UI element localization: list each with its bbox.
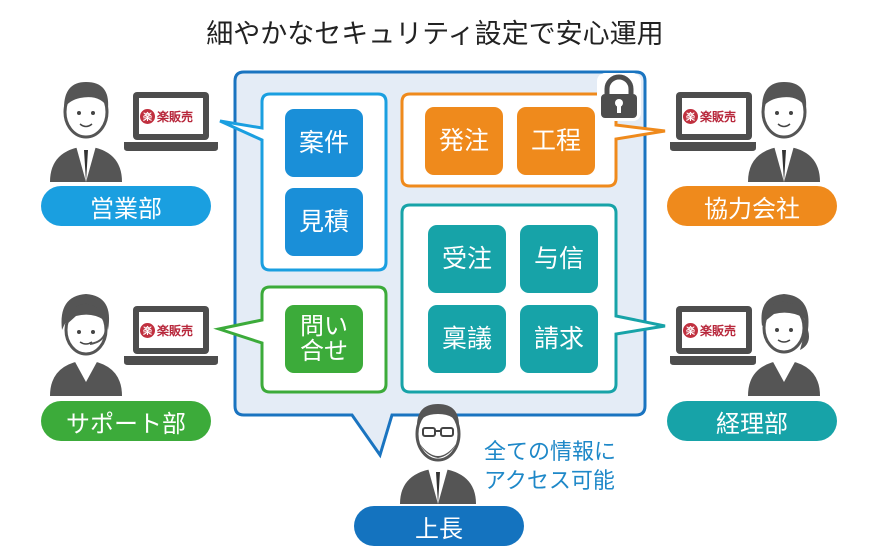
dept-label-support: サポート部 [41, 401, 211, 441]
module-tile-toiawase: 問い 合せ [285, 305, 363, 373]
boss-access-note: 全ての情報に アクセス可能 [484, 438, 616, 496]
boss-access-note-line1: 全ての情報に [484, 440, 617, 465]
brand-label: 楽販売 [157, 110, 194, 124]
module-tile-mitsumori: 見積 [285, 188, 363, 256]
person-icon-partner [748, 82, 820, 182]
module-tile-ringi: 稟議 [428, 305, 506, 373]
dept-label-boss: 上長 [354, 506, 524, 546]
module-tile-hacchu: 発注 [425, 107, 503, 175]
dept-label-partner: 協力会社 [667, 186, 837, 226]
boss-access-note-line2: アクセス可能 [484, 469, 615, 494]
person-icon-boss [400, 404, 476, 504]
laptop-icon-sales [124, 92, 218, 151]
brand-logo-support: 楽 楽販売 [140, 322, 193, 339]
dept-label-accounting: 経理部 [667, 401, 837, 441]
laptop-icon-accounting [670, 306, 756, 365]
brand-logo-sales: 楽 楽販売 [140, 108, 193, 125]
page-title: 細やかなセキュリティ設定で安心運用 [206, 19, 664, 50]
module-tile-anken: 案件 [285, 109, 363, 177]
brand-logo-accounting: 楽 楽販売 [683, 322, 736, 339]
brand-mark-icon: 楽 [683, 109, 698, 124]
brand-mark-icon: 楽 [683, 323, 698, 338]
brand-label: 楽販売 [157, 324, 194, 338]
module-tile-yoshin: 与信 [520, 225, 598, 293]
module-tile-koutei: 工程 [517, 107, 595, 175]
brand-logo-partner: 楽 楽販売 [683, 108, 736, 125]
brand-mark-icon: 楽 [140, 109, 155, 124]
lock-icon [597, 73, 641, 121]
person-icon-sales [50, 82, 122, 182]
module-tile-seikyu: 請求 [520, 305, 598, 373]
brand-mark-icon: 楽 [140, 323, 155, 338]
brand-label: 楽販売 [700, 324, 737, 338]
person-female-icon-accounting [748, 294, 820, 396]
module-tile-juchu: 受注 [428, 225, 506, 293]
person-female-icon-support [50, 294, 122, 396]
dept-label-sales: 営業部 [41, 186, 211, 226]
brand-label: 楽販売 [700, 110, 737, 124]
